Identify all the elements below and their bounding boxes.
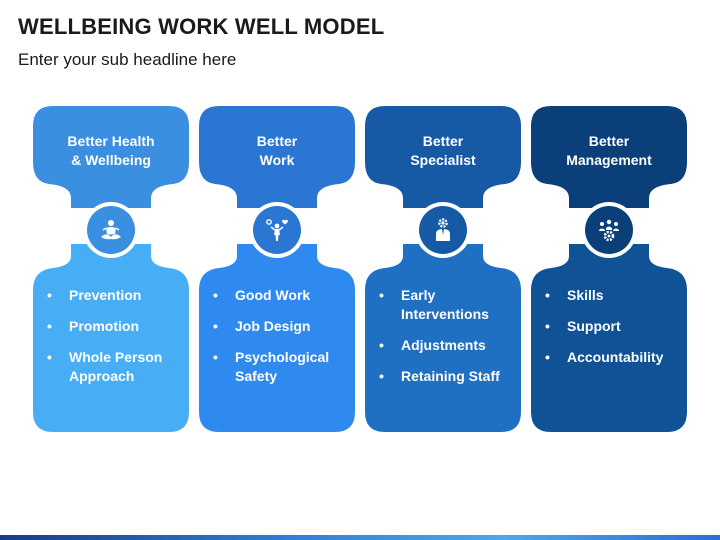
footer-bar: [0, 535, 720, 540]
page-title: WELLBEING WORK WELL MODEL: [18, 14, 385, 39]
bullet-item: Good Work: [213, 286, 349, 305]
bullet-item: Accountability: [545, 348, 681, 367]
bullet-list: Skills Support Accountability: [545, 286, 681, 379]
bullet-item: Psychological Safety: [213, 348, 349, 386]
icon-badge: [581, 202, 637, 258]
column-header-shape: [33, 106, 189, 208]
specialist-icon: [436, 218, 450, 241]
bullet-item: Whole Person Approach: [47, 348, 183, 386]
column-header-shape: [199, 106, 355, 208]
column-header: Better Management: [531, 132, 687, 170]
column-header: Better Work: [199, 132, 355, 170]
bullet-item: Support: [545, 317, 681, 336]
column-header-line: Better: [422, 133, 464, 149]
meditation-person-icon: [101, 220, 121, 240]
bullet-item: Adjustments: [379, 336, 515, 355]
bullet-item: Promotion: [47, 317, 183, 336]
column-header-line: & Wellbeing: [71, 152, 151, 168]
bullet-item: Skills: [545, 286, 681, 305]
column-header-shape: [365, 106, 521, 208]
team-gear-icon: [599, 219, 619, 242]
column-better-work: Better Work Good Work Job Design Psychol…: [199, 106, 355, 432]
bullet-item: Job Design: [213, 317, 349, 336]
column-header-line: Work: [259, 152, 295, 168]
column-header-line: Better: [256, 133, 298, 149]
column-header: Better Health & Wellbeing: [33, 132, 189, 170]
column-better-specialist: Better Specialist Early Interventions Ad…: [365, 106, 521, 432]
bullet-list: Good Work Job Design Psychological Safet…: [213, 286, 349, 398]
column-header-line: Management: [566, 152, 652, 168]
column-better-health: Better Health & Wellbeing Prevention Pro…: [33, 106, 189, 432]
page-subtitle: Enter your sub headline here: [18, 50, 237, 69]
icon-badge: [83, 202, 139, 258]
bullet-list: Early Interventions Adjustments Retainin…: [379, 286, 515, 398]
bullet-item: Prevention: [47, 286, 183, 305]
icon-badge-inner: [87, 206, 135, 254]
icon-badge-inner: [585, 206, 633, 254]
icon-badge-inner: [419, 206, 467, 254]
column-header: Better Specialist: [365, 132, 521, 170]
icon-badge: [415, 202, 471, 258]
bullet-list: Prevention Promotion Whole Person Approa…: [47, 286, 183, 398]
column-header-line: Specialist: [410, 152, 476, 168]
bullet-item: Early Interventions: [379, 286, 515, 324]
column-better-management: Better Management Skills Support Account…: [531, 106, 687, 432]
person-ideas-icon: [266, 219, 288, 241]
column-header-line: Better Health: [67, 133, 155, 149]
icon-badge-inner: [253, 206, 301, 254]
bullet-item: Retaining Staff: [379, 367, 515, 386]
icon-badge: [249, 202, 305, 258]
column-header-shape: [531, 106, 687, 208]
column-header-line: Better: [588, 133, 630, 149]
